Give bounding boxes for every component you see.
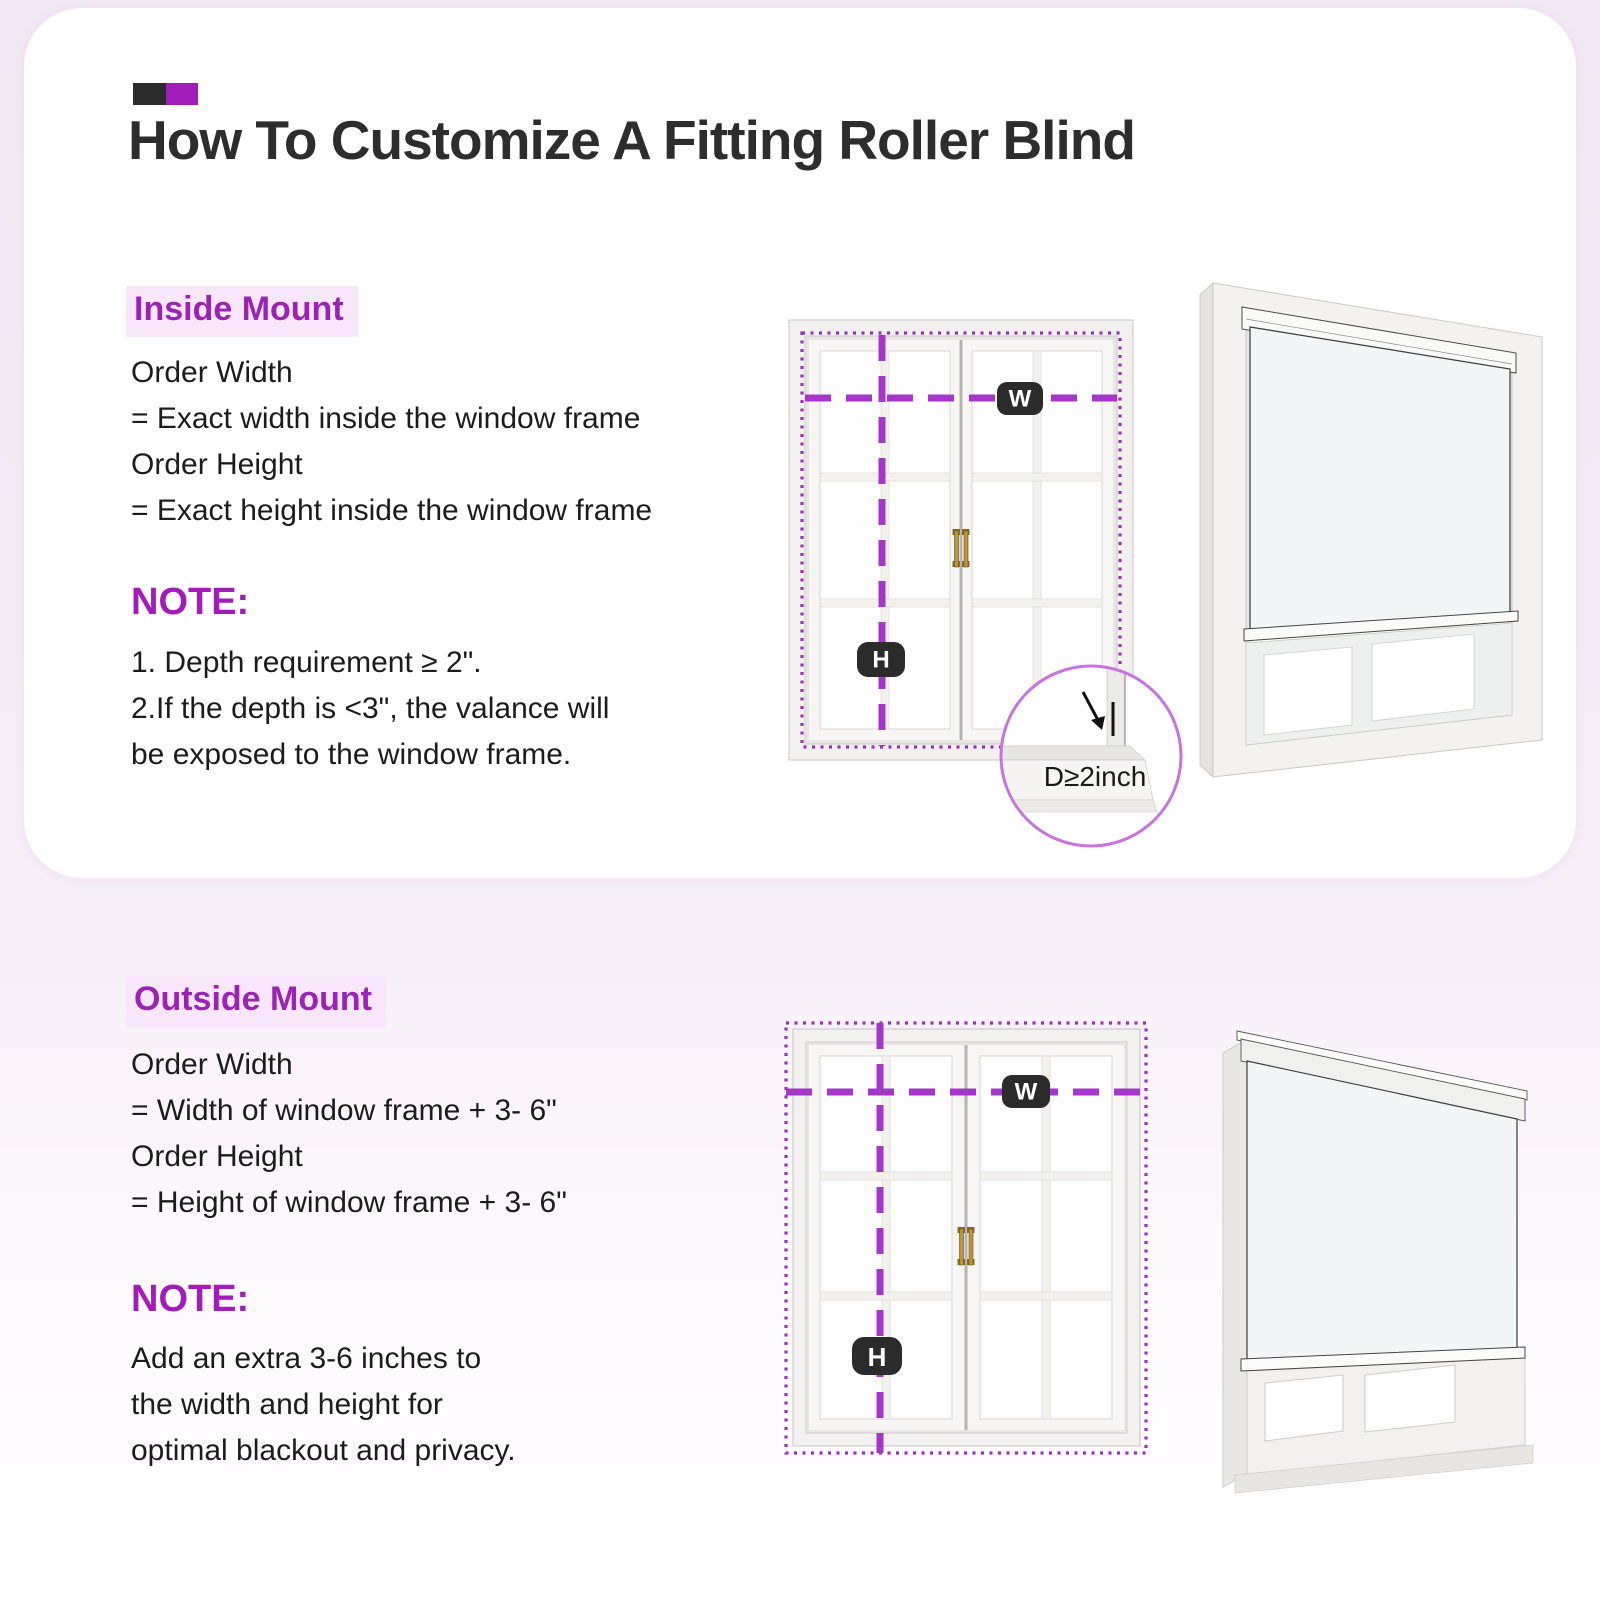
svg-text:H: H xyxy=(872,647,889,674)
frame-corner-detail: D≥2inch xyxy=(1001,666,1158,813)
deco-square-purple xyxy=(166,83,198,105)
inside-note-line-1: 1. Depth requirement ≥ 2". xyxy=(131,646,482,679)
outside-note-line-3: optimal blackout and privacy. xyxy=(131,1434,516,1467)
page-title: How To Customize A Fitting Roller Blind xyxy=(128,109,1136,171)
window-frame xyxy=(792,1028,1141,1447)
outside-mount-instructions: Order Width = Width of window frame + 3-… xyxy=(131,1042,567,1226)
depth-detail-inset: D≥2inch xyxy=(999,664,1183,848)
inside-note-heading: NOTE: xyxy=(131,581,250,623)
outside-note-text: Add an extra 3-6 inches to the width and… xyxy=(131,1336,516,1474)
window-frame-3d xyxy=(1222,1038,1534,1494)
outside-note-line-1: Add an extra 3-6 inches to xyxy=(131,1342,482,1375)
svg-text:W: W xyxy=(1009,386,1032,413)
outside-order-height-value: = Height of window frame + 3- 6" xyxy=(131,1186,567,1219)
outside-mount-heading: Outside Mount xyxy=(126,976,386,1027)
inside-note-text: 1. Depth requirement ≥ 2". 2.If the dept… xyxy=(131,640,609,778)
outside-note-line-2: the width and height for xyxy=(131,1388,443,1421)
roller-blind-3d xyxy=(1236,1030,1528,1372)
outside-order-height-label: Order Height xyxy=(131,1140,303,1173)
inside-mount-blind-illustration xyxy=(1199,281,1543,779)
outside-width-badge: W xyxy=(1002,1075,1050,1108)
inside-note-line-3: be exposed to the window frame. xyxy=(131,738,572,771)
svg-text:W: W xyxy=(1015,1079,1038,1106)
outside-mount-blind-illustration xyxy=(1222,1030,1534,1494)
inside-order-height-label: Order Height xyxy=(131,448,303,481)
door-handles-icon xyxy=(957,1227,975,1266)
inside-order-width-value: = Exact width inside the window frame xyxy=(131,402,641,435)
depth-requirement-label: D≥2inch xyxy=(1044,761,1147,792)
inside-mount-heading: Inside Mount xyxy=(126,286,358,337)
outside-order-width-label: Order Width xyxy=(131,1048,293,1081)
deco-square-black xyxy=(133,83,166,105)
outside-measure-dotted-border xyxy=(784,1021,1148,1455)
outside-height-badge: H xyxy=(852,1337,902,1375)
depth-arrow-icon xyxy=(1081,691,1115,736)
inset-circle-border xyxy=(999,664,1183,848)
outside-mount-window-diagram: W H xyxy=(784,1021,1148,1455)
inside-width-badge: W xyxy=(997,382,1043,415)
inside-note-line-2: 2.If the depth is <3", the valance will xyxy=(131,692,610,725)
roller-blind-3d xyxy=(1241,306,1519,642)
inside-mount-instructions: Order Width = Exact width inside the win… xyxy=(131,350,652,534)
door-handles-icon xyxy=(952,529,970,568)
outside-order-width-value: = Width of window frame + 3- 6" xyxy=(131,1094,557,1127)
lower-window-panes xyxy=(1245,622,1513,746)
outside-note-heading: NOTE: xyxy=(131,1278,250,1320)
svg-text:H: H xyxy=(868,1342,887,1372)
inside-order-height-value: = Exact height inside the window frame xyxy=(131,494,653,527)
inside-height-badge: H xyxy=(857,642,905,677)
inside-order-width-label: Order Width xyxy=(131,356,293,389)
